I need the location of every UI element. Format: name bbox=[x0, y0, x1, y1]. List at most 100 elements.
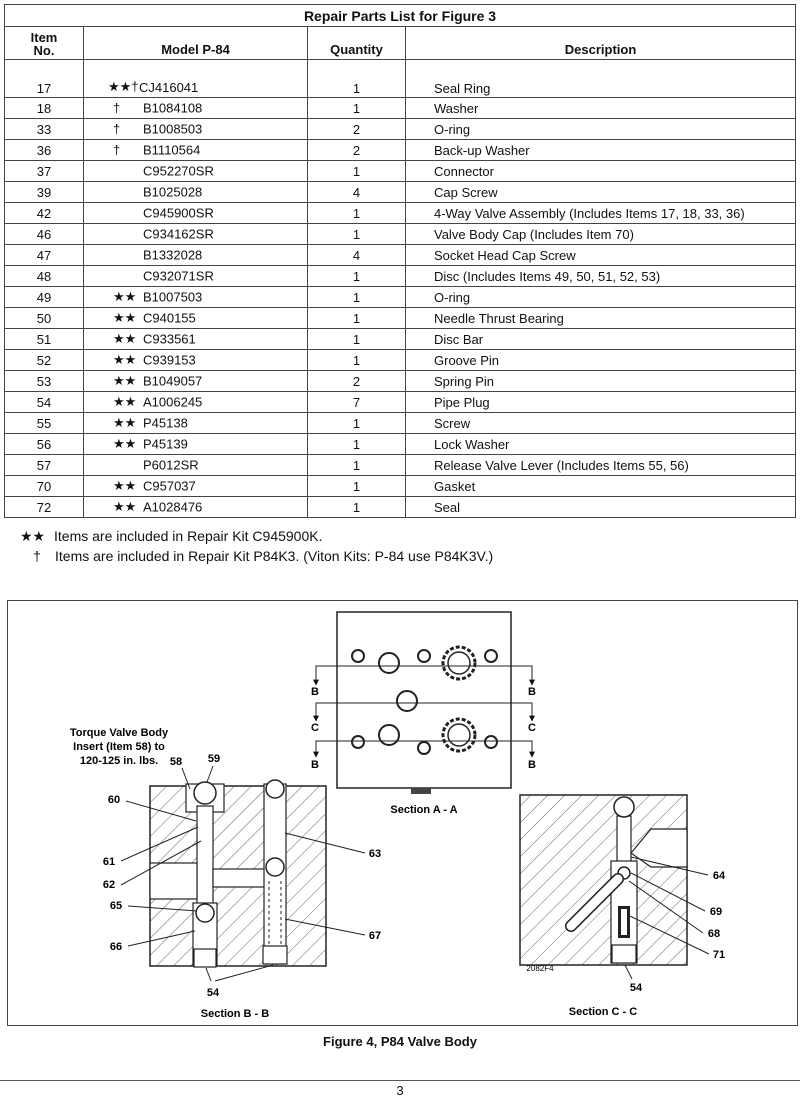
kit-marker: ★★ bbox=[113, 499, 137, 514]
model-cell: † B1084108 bbox=[83, 97, 308, 119]
kit-marker: † bbox=[113, 142, 121, 158]
description-cell: Gasket bbox=[404, 475, 797, 497]
item-number-cell: 50 bbox=[4, 307, 84, 329]
item-number-cell: 48 bbox=[4, 265, 84, 287]
quantity-cell: 1 bbox=[307, 59, 406, 98]
quantity-cell: 4 bbox=[307, 181, 406, 203]
description-cell: Release Valve Lever (Includes Items 55, … bbox=[404, 454, 797, 476]
callout-64: 64 bbox=[713, 870, 726, 882]
kit-marker: ★★ bbox=[113, 331, 137, 346]
kit-marker: ★★† bbox=[108, 79, 139, 94]
model-cell: ★★†CJ416041 bbox=[83, 59, 308, 98]
item-number-cell: 47 bbox=[4, 244, 84, 266]
part-number: C934162SR bbox=[143, 226, 214, 242]
item-number-cell: 33 bbox=[4, 118, 84, 140]
kit-marker: ★★ bbox=[113, 478, 137, 493]
note-symbol: † bbox=[33, 548, 41, 564]
description-cell: Connector bbox=[404, 160, 797, 182]
model-cell: P6012SR bbox=[83, 454, 308, 476]
model-header: Model P-84 bbox=[83, 26, 308, 60]
note-text: Items are included in Repair Kit P84K3. … bbox=[55, 548, 494, 564]
quantity-cell: 1 bbox=[307, 286, 406, 308]
model-cell: ★★A1006245 bbox=[83, 391, 308, 413]
item-number-cell: 55 bbox=[4, 412, 84, 434]
quantity-cell: 2 bbox=[307, 139, 406, 161]
kit-marker: ★★ bbox=[113, 436, 137, 451]
callout-67: 67 bbox=[369, 930, 381, 942]
item-no-header: Item No. bbox=[4, 26, 84, 60]
callout-59: 59 bbox=[208, 753, 220, 765]
description-cell: Spring Pin bbox=[404, 370, 797, 392]
part-number: P45138 bbox=[143, 415, 188, 431]
quantity-cell: 1 bbox=[307, 412, 406, 434]
item-number-cell: 54 bbox=[4, 391, 84, 413]
quantity-header: Quantity bbox=[307, 26, 406, 60]
callout-63: 63 bbox=[369, 848, 381, 860]
description-cell: Disc (Includes Items 49, 50, 51, 52, 53) bbox=[404, 265, 797, 287]
item-number-cell: 42 bbox=[4, 202, 84, 224]
model-cell: ★★C939153 bbox=[83, 349, 308, 371]
quantity-cell: 1 bbox=[307, 160, 406, 182]
part-number: C939153 bbox=[143, 352, 196, 368]
callout-54-b: 54 bbox=[207, 987, 220, 999]
description-cell: O-ring bbox=[404, 286, 797, 308]
part-number: B1008503 bbox=[143, 121, 203, 137]
quantity-cell: 1 bbox=[307, 433, 406, 455]
model-cell: C952270SR bbox=[83, 160, 308, 182]
part-number: C952270SR bbox=[143, 163, 214, 179]
part-number: C945900SR bbox=[143, 205, 214, 221]
model-cell: ★★B1007503 bbox=[83, 286, 308, 308]
part-number: B1007503 bbox=[143, 289, 203, 305]
model-cell: ★★C957037 bbox=[83, 475, 308, 497]
part-number: B1084108 bbox=[143, 100, 203, 116]
kit-marker: † bbox=[113, 121, 121, 137]
note-symbol: ★★ bbox=[20, 528, 46, 544]
callout-54-c: 54 bbox=[630, 982, 643, 994]
callout-58: 58 bbox=[170, 756, 182, 768]
model-cell: ★★C933561 bbox=[83, 328, 308, 350]
kit-marker: † bbox=[113, 100, 121, 116]
part-number: CJ416041 bbox=[139, 80, 199, 95]
section-b-b-view: Torque Valve Body Insert (Item 58) to 12… bbox=[70, 727, 381, 1020]
item-number-cell: 18 bbox=[4, 97, 84, 119]
part-number: B1049057 bbox=[143, 373, 203, 389]
description-cell: Washer bbox=[404, 97, 797, 119]
description-cell: Socket Head Cap Screw bbox=[404, 244, 797, 266]
quantity-cell: 1 bbox=[307, 475, 406, 497]
callout-60: 60 bbox=[108, 794, 120, 806]
drawing-number: 2082F4 bbox=[526, 964, 554, 973]
part-number: C940155 bbox=[143, 310, 196, 326]
quantity-cell: 2 bbox=[307, 118, 406, 140]
quantity-cell: 1 bbox=[307, 223, 406, 245]
quantity-cell: 1 bbox=[307, 307, 406, 329]
item-number-cell: 70 bbox=[4, 475, 84, 497]
figure-frame: B B C C B B Section A - A Torque Valve B… bbox=[7, 600, 798, 1026]
quantity-cell: 7 bbox=[307, 391, 406, 413]
description-cell: 4-Way Valve Assembly (Includes Items 17,… bbox=[404, 202, 797, 224]
quantity-cell: 1 bbox=[307, 97, 406, 119]
quantity-cell: 1 bbox=[307, 265, 406, 287]
valve-body-drawing: B B C C B B Section A - A Torque Valve B… bbox=[70, 611, 726, 1020]
model-cell: B1332028 bbox=[83, 244, 308, 266]
model-cell: ★★A1028476 bbox=[83, 496, 308, 518]
label-c-right: C bbox=[528, 722, 536, 734]
quantity-cell: 4 bbox=[307, 244, 406, 266]
label-b-left-bottom: B bbox=[311, 759, 319, 771]
item-number-cell: 36 bbox=[4, 139, 84, 161]
kit-marker: ★★ bbox=[113, 415, 137, 430]
kit-marker: ★★ bbox=[113, 310, 137, 325]
